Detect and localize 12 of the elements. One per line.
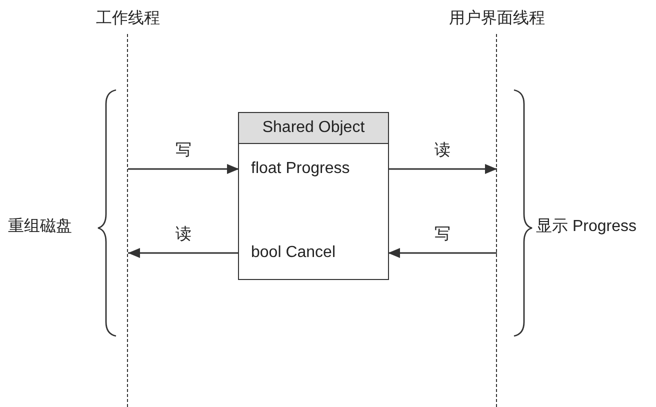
group-label: 重组磁盘: [8, 216, 72, 237]
group-label: 显示 Progress: [536, 217, 636, 237]
thread-title: 用户界面线程: [449, 8, 545, 29]
field-row: bool Cancel: [239, 231, 388, 275]
arrow: [388, 164, 497, 174]
arrow: [128, 164, 239, 174]
arrow: [388, 248, 497, 258]
box-header: Shared Object: [239, 113, 388, 144]
object-box: [238, 112, 389, 280]
arrow: [128, 248, 239, 258]
thread-title: 工作线程: [96, 8, 160, 29]
field-row: float Progress: [239, 143, 388, 195]
